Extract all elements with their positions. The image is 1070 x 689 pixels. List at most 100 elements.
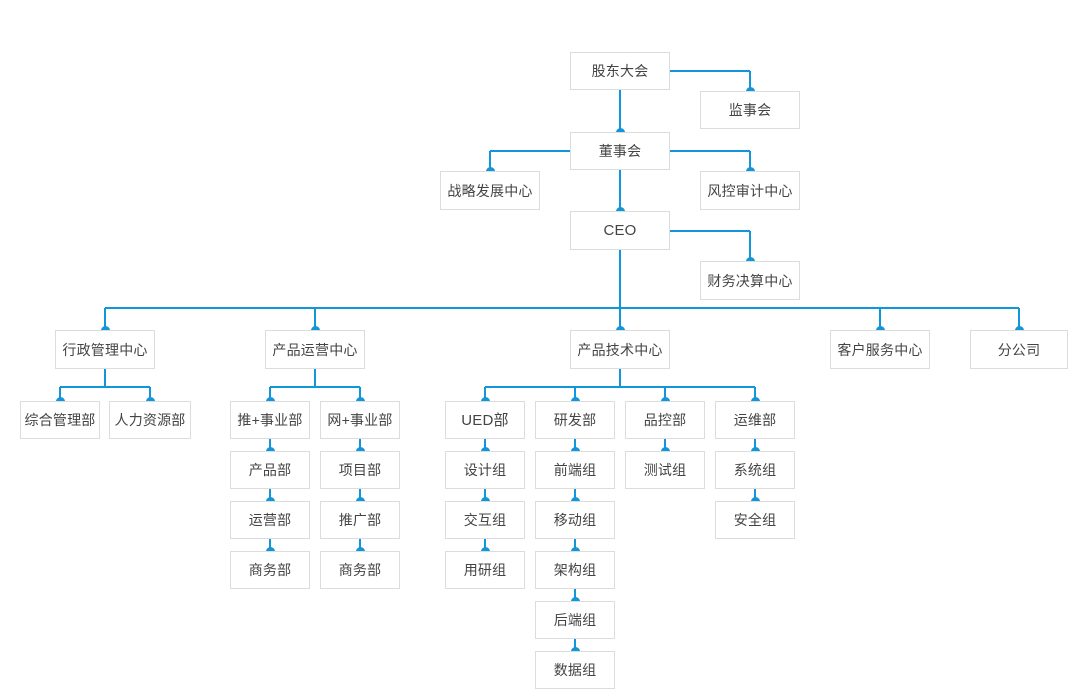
org-node-design-group[interactable]: 设计组 [445,451,525,489]
org-node-board[interactable]: 董事会 [570,132,670,170]
org-node-biz-dept-2[interactable]: 商务部 [320,551,400,589]
org-node-prodops[interactable]: 产品运营中心 [265,330,365,369]
org-node-wang-bu[interactable]: 网+事业部 [320,401,400,439]
org-node-label: CEO [603,222,637,239]
org-node-project-dept[interactable]: 项目部 [320,451,400,489]
org-node-label: 架构组 [553,562,597,578]
org-node-label: 用研组 [463,562,507,578]
org-node-ued[interactable]: UED部 [445,401,525,439]
org-node-prodtech[interactable]: 产品技术中心 [570,330,670,369]
org-node-label: 战略发展中心 [447,182,533,199]
edge-vertical [269,489,271,501]
org-node-label: 商务部 [248,562,292,578]
edge-vertical [269,387,271,401]
edge-vertical [574,439,576,451]
org-node-strategy[interactable]: 战略发展中心 [440,171,540,210]
org-node-test-group[interactable]: 测试组 [625,451,705,489]
org-node-label: 财务决算中心 [707,272,793,289]
edge-vertical [359,439,361,451]
org-node-security-group[interactable]: 安全组 [715,501,795,539]
org-node-label: 系统组 [733,462,777,478]
org-node-hr[interactable]: 人力资源部 [109,401,191,439]
org-node-label: 监事会 [728,102,772,118]
org-node-label: 产品运营中心 [272,341,358,358]
org-node-label: 分公司 [997,341,1041,358]
org-node-customer[interactable]: 客户服务中心 [830,330,930,369]
edge-vertical [574,589,576,601]
edge-vertical [749,71,751,91]
org-node-riskaudit[interactable]: 风控审计中心 [700,171,800,210]
org-node-label: 董事会 [598,143,642,159]
org-node-label: 股东大会 [591,63,649,79]
edge-vertical [574,387,576,401]
edge-horizontal [670,229,750,232]
org-node-product-dept[interactable]: 产品部 [230,451,310,489]
org-node-label: 前端组 [553,462,597,478]
edge-horizontal [670,150,750,152]
org-node-frontend-group[interactable]: 前端组 [535,451,615,489]
edge-vertical [484,387,486,401]
org-node-label: 移动组 [553,512,597,528]
edge-vertical [619,90,621,132]
org-node-label: 产品部 [248,462,292,478]
edge-vertical [359,539,361,551]
edge-vertical [489,151,491,171]
org-node-label: 项目部 [338,462,382,478]
org-node-general-mgmt[interactable]: 综合管理部 [20,401,100,439]
org-node-supervisors[interactable]: 监事会 [700,91,800,129]
org-node-system-group[interactable]: 系统组 [715,451,795,489]
org-node-label: 后端组 [553,612,597,628]
org-node-backend-group[interactable]: 后端组 [535,601,615,639]
org-node-promo-dept[interactable]: 推广部 [320,501,400,539]
org-node-biz-dept-1[interactable]: 商务部 [230,551,310,589]
bus-rail [60,386,150,388]
org-node-label: 客户服务中心 [837,341,923,358]
org-node-label: 推+事业部 [237,412,303,428]
edge-horizontal [490,150,570,152]
edge-vertical [619,170,621,211]
org-node-ceo[interactable]: CEO [570,211,670,250]
edge-vertical [484,439,486,451]
org-node-branch[interactable]: 分公司 [970,330,1068,369]
org-node-admin[interactable]: 行政管理中心 [55,330,155,369]
edge-vertical [574,539,576,551]
org-node-label: UED部 [461,411,509,429]
org-node-label: 行政管理中心 [62,341,148,358]
org-node-data-group[interactable]: 数据组 [535,651,615,689]
org-node-shareholders[interactable]: 股东大会 [570,52,670,90]
org-node-label: 商务部 [338,562,382,578]
org-node-label: 人力资源部 [114,412,186,428]
edge-vertical [269,539,271,551]
edge-vertical [359,387,361,401]
org-node-label: 风控审计中心 [707,182,793,199]
edge-vertical [664,387,666,401]
org-node-interact-group[interactable]: 交互组 [445,501,525,539]
org-node-label: 推广部 [338,512,382,528]
org-node-rnd[interactable]: 研发部 [535,401,615,439]
org-node-ops-dept[interactable]: 运营部 [230,501,310,539]
edge-vertical [314,308,316,330]
edge-vertical [574,639,576,651]
org-node-tui-bu[interactable]: 推+事业部 [230,401,310,439]
bus-rail [485,386,755,388]
org-node-finance[interactable]: 财务决算中心 [700,261,800,300]
org-node-qa[interactable]: 品控部 [625,401,705,439]
edge-vertical [484,489,486,501]
org-node-arch-group[interactable]: 架构组 [535,551,615,589]
edge-vertical [749,151,751,171]
org-node-devops[interactable]: 运维部 [715,401,795,439]
edge-vertical [749,230,751,261]
org-node-mobile-group[interactable]: 移动组 [535,501,615,539]
edge-vertical [1018,308,1020,330]
org-node-label: 研发部 [553,412,597,428]
edge-vertical [104,308,106,330]
bus-stem [619,250,621,308]
org-node-label: 网+事业部 [327,412,393,428]
edge-vertical [149,387,151,401]
org-node-label: 测试组 [643,462,687,478]
org-node-label: 综合管理部 [24,412,96,428]
edge-vertical [754,387,756,401]
org-node-label: 运维部 [733,412,777,428]
org-node-research-group[interactable]: 用研组 [445,551,525,589]
